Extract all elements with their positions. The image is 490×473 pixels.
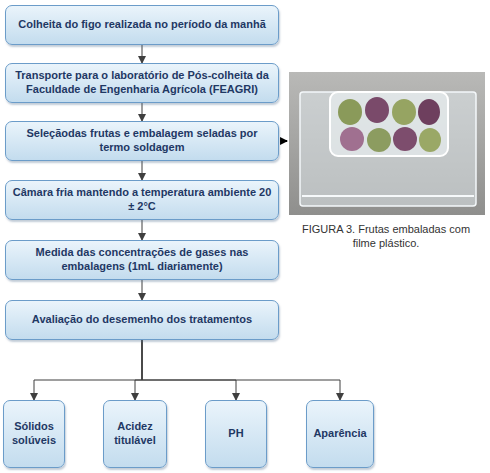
box-text: Acidez titulável	[104, 420, 166, 448]
flow-arrow	[142, 340, 340, 400]
process-box: Colheita do figo realizada no período da…	[5, 5, 279, 45]
box-text: Transporte para o laboratório de Pós-col…	[6, 69, 278, 97]
flow-arrow	[142, 220, 143, 240]
box-text: PH	[222, 427, 249, 441]
figure-caption: FIGURA 3. Frutas embaladas com filme plá…	[296, 222, 476, 251]
box-text: Seleçãodas frutas e embalagem seladas po…	[6, 127, 278, 155]
process-box: Seleçãodas frutas e embalagem seladas po…	[5, 121, 279, 161]
flow-arrow	[142, 340, 236, 400]
figs	[338, 97, 441, 152]
container	[330, 92, 448, 156]
process-box: Avaliação do desemenho dos tratamentos	[5, 300, 279, 340]
box-text: Avaliação do desemenho dos tratamentos	[26, 313, 258, 327]
photo-frame	[289, 72, 485, 215]
result-box: Acidez titulável	[103, 400, 167, 468]
flow-arrow	[142, 161, 143, 180]
result-box: PH	[205, 400, 267, 468]
flow-arrow	[142, 280, 143, 300]
result-box: Sólidos solúveis	[3, 400, 65, 468]
process-box: Medida das concentrações de gases nas em…	[5, 240, 279, 280]
flow-arrow	[142, 45, 143, 63]
photo-pointer	[280, 140, 287, 142]
process-box: Transporte para o laboratório de Pós-col…	[5, 63, 279, 103]
plastic-bag	[300, 92, 476, 206]
box-text: Colheita do figo realizada no período da…	[12, 18, 272, 32]
box-text: Câmara fria mantendo a temperatura ambie…	[6, 186, 278, 214]
flow-arrow	[142, 103, 143, 121]
box-text: Sólidos solúveis	[4, 420, 64, 448]
process-box: Câmara fria mantendo a temperatura ambie…	[5, 180, 279, 220]
box-text: Medida das concentrações de gases nas em…	[6, 246, 278, 274]
result-box: Aparência	[306, 400, 374, 468]
bag-seal	[302, 195, 474, 197]
flow-arrow	[135, 340, 142, 400]
box-text: Aparência	[307, 427, 372, 441]
flow-arrow	[34, 340, 142, 400]
